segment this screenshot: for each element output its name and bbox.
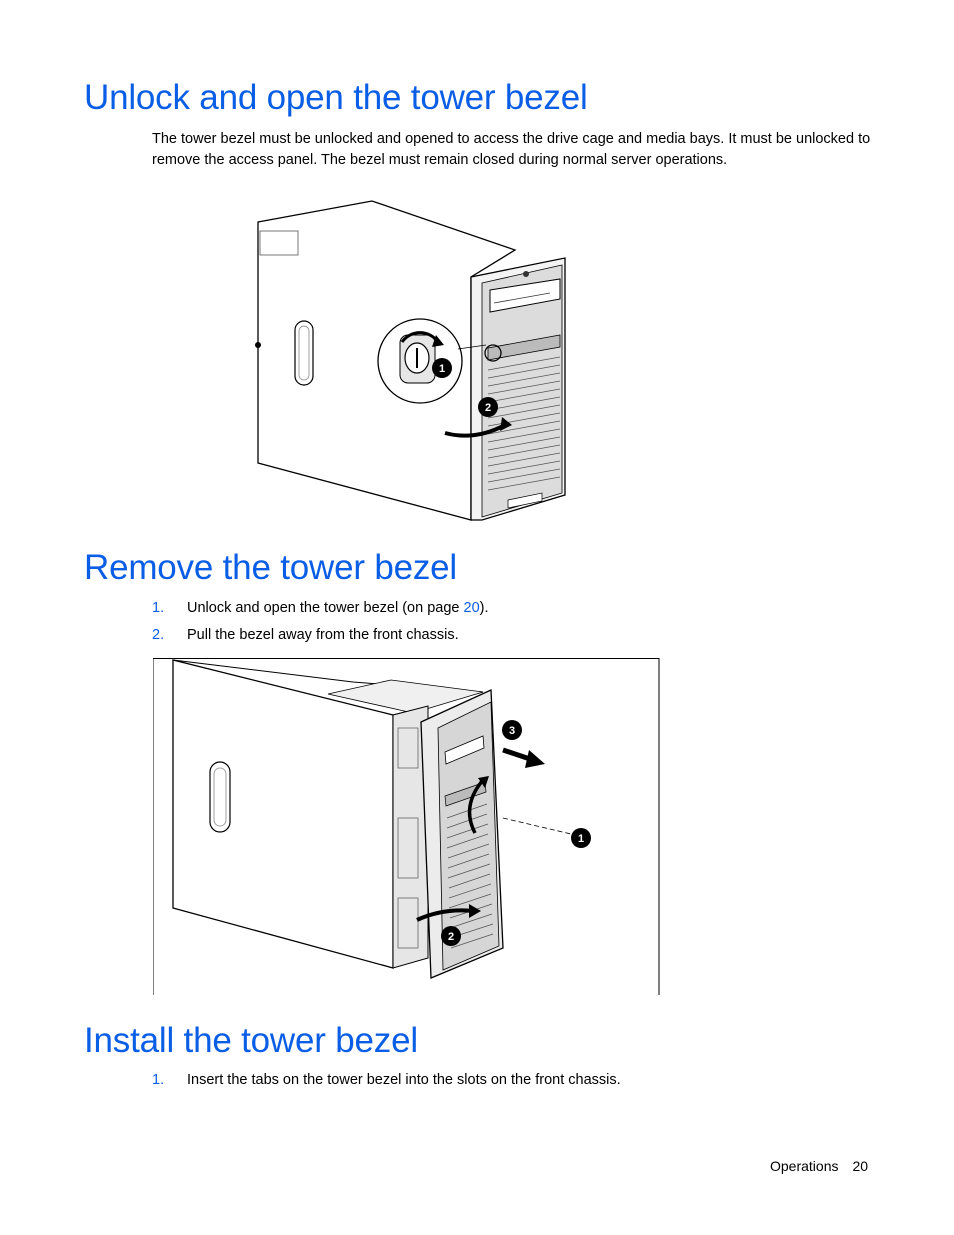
svg-text:2: 2: [485, 402, 491, 414]
svg-text:2: 2: [448, 931, 454, 943]
figure-unlock-bezel: 1 2: [255, 200, 566, 521]
svg-text:3: 3: [509, 725, 515, 737]
page-footer: Operations 20: [770, 1158, 868, 1174]
page-link[interactable]: 20: [463, 600, 480, 616]
section-body-unlock: The tower bezel must be unlocked and ope…: [152, 131, 871, 168]
callout-2: 2: [441, 926, 461, 946]
step-text: Pull the bezel away from the front chass…: [187, 627, 459, 643]
figure-remove-bezel: 3 1 2: [153, 658, 660, 995]
callout-1: 1: [571, 828, 591, 848]
callout-2: 2: [478, 397, 498, 417]
step-number: 1.: [152, 1072, 165, 1088]
step-number: 2.: [152, 627, 165, 643]
step-text: Insert the tabs on the tower bezel into …: [187, 1072, 621, 1088]
section-heading-remove: Remove the tower bezel: [84, 548, 458, 587]
section-heading-install: Install the tower bezel: [84, 1021, 418, 1060]
step-number: 1.: [152, 600, 165, 616]
section-heading-unlock: Unlock and open the tower bezel: [84, 78, 588, 117]
callout-3: 3: [502, 720, 522, 740]
step-text-end: ).: [479, 600, 489, 616]
step-text: Unlock and open the tower bezel (on page: [187, 600, 464, 616]
svg-text:1: 1: [439, 363, 445, 375]
footer-section: Operations: [770, 1158, 839, 1174]
page-number: 20: [852, 1158, 869, 1174]
callout-1: 1: [432, 358, 452, 378]
svg-text:1: 1: [578, 833, 584, 845]
